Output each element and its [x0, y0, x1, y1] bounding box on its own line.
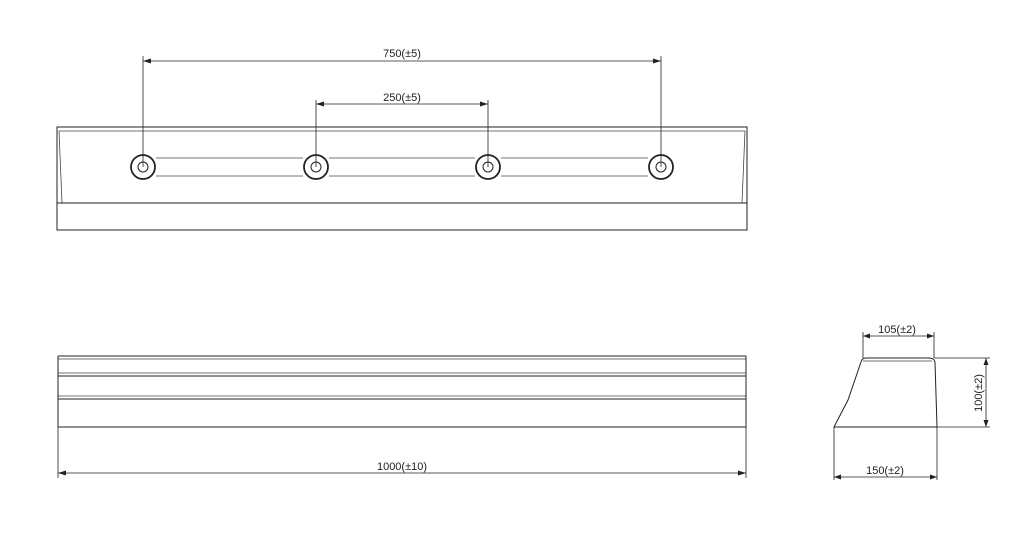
dimension-150-label: 150(±2): [866, 465, 904, 477]
dimension-100: 100(±2): [934, 357, 990, 428]
dimension-150: 150(±2): [833, 427, 938, 480]
front-view: 1000(±10): [57, 355, 747, 478]
dimension-1000: 1000(±10): [57, 427, 747, 478]
top-view-outline: [56, 126, 748, 231]
dimension-105-label: 105(±2): [878, 324, 916, 336]
side-view-profile: [833, 357, 938, 428]
top-view-chamfer-left: [58, 130, 63, 204]
top-view-chamfer-right: [741, 130, 746, 204]
side-view: 105(±2) 100(±2) 150(±2): [833, 324, 990, 480]
top-view: 750(±5) 250(±5): [56, 48, 748, 231]
dimension-1000-label: 1000(±10): [377, 461, 427, 473]
dimension-750: 750(±5): [142, 48, 662, 167]
dimension-105: 105(±2): [862, 324, 935, 358]
dimension-250-label: 250(±5): [383, 92, 421, 104]
dimension-250: 250(±5): [315, 92, 489, 167]
dimension-750-label: 750(±5): [383, 48, 421, 60]
dimension-100-label: 100(±2): [973, 374, 985, 412]
